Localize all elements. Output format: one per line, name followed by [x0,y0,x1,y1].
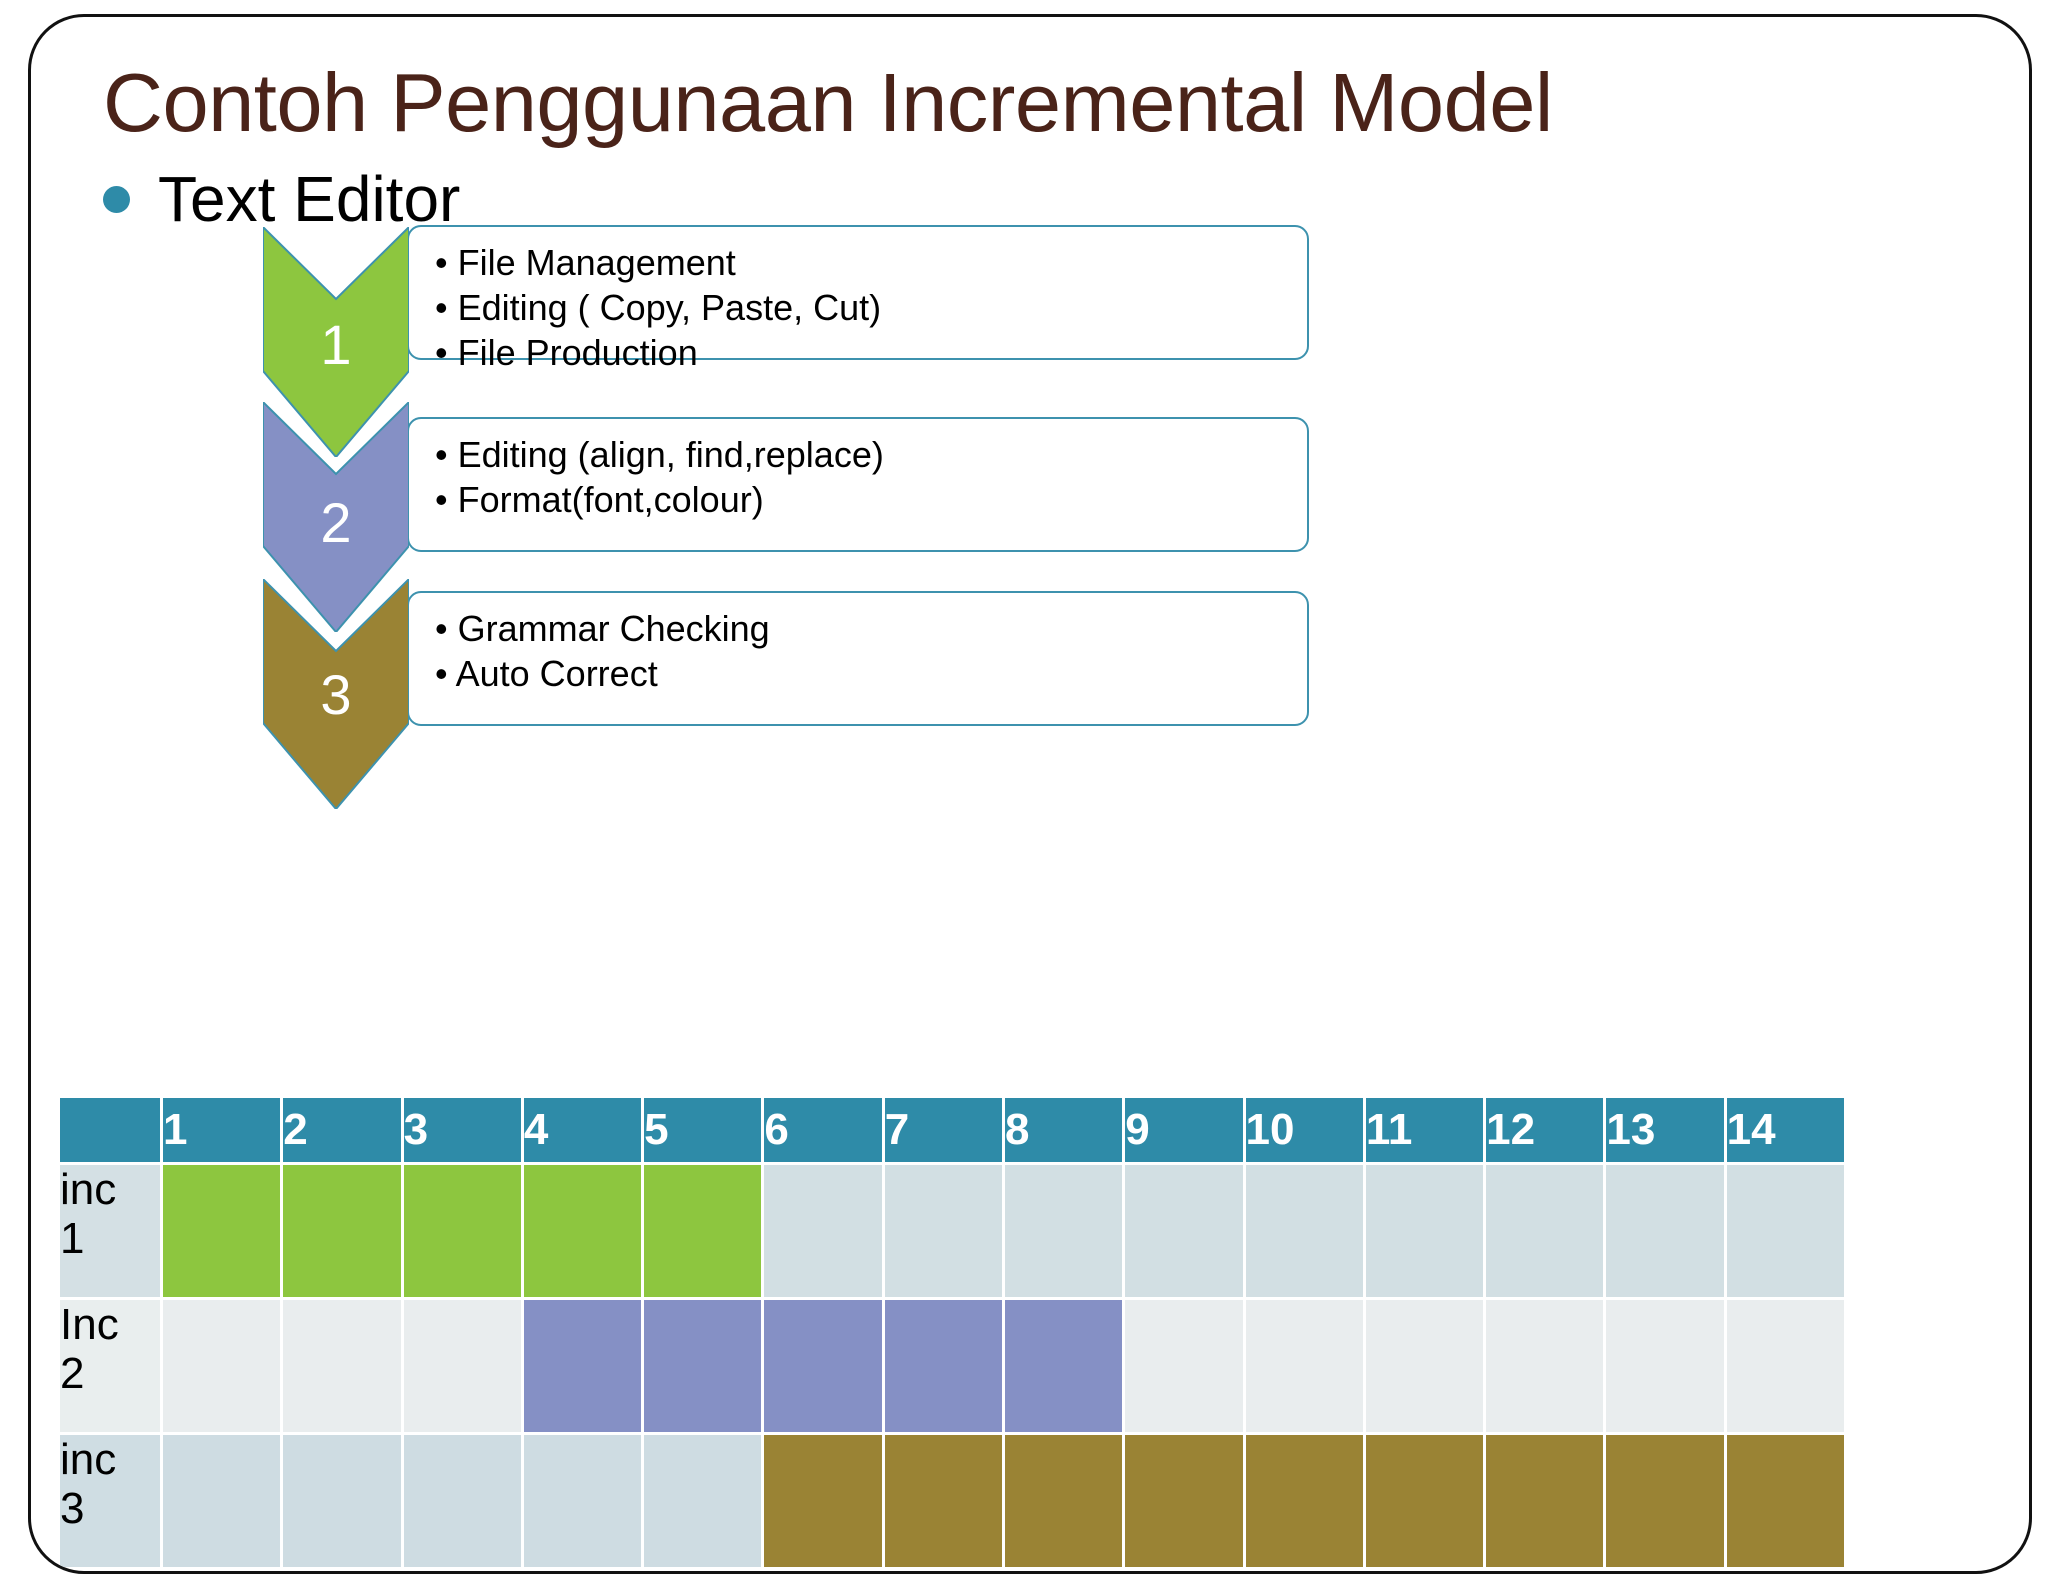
gantt-cell-filled [1245,1435,1363,1567]
bullet-dot-icon [103,185,130,213]
gantt-cell-empty [1606,1165,1724,1297]
gantt-cell-empty [283,1300,401,1432]
chevron-arrow-3 [263,579,409,809]
gantt-cell-filled [1726,1435,1844,1567]
table-column-header: 6 [764,1098,882,1162]
gantt-cell-filled [1004,1435,1123,1567]
increment-flow: • File Management• Editing ( Copy, Paste… [31,17,2029,1057]
increment-detail-item: • File Production [435,331,698,373]
slide-frame: Contoh Penggunaan Incremental Model Text… [28,14,2032,1574]
increment-detail-item: • Editing (align, find,replace) [435,434,884,475]
gantt-cell-empty [1004,1165,1123,1297]
table-column-header: 8 [1004,1098,1123,1162]
gantt-cell-empty [523,1435,642,1567]
gantt-cell-empty [1726,1300,1844,1432]
gantt-cell-filled [523,1165,642,1297]
gantt-cell-empty [403,1435,521,1567]
row-label-number: 2 [60,1349,85,1399]
gantt-cell-empty [163,1435,281,1567]
gantt-cell-filled [1606,1435,1724,1567]
increment-detail-item: • File Management [435,242,736,283]
gantt-cell-filled [1004,1300,1123,1432]
table-column-header: 14 [1726,1098,1844,1162]
table-column-header: 7 [884,1098,1002,1162]
gantt-cell-empty [884,1165,1002,1297]
table-column-header: 9 [1125,1098,1243,1162]
gantt-cell-empty [1486,1300,1604,1432]
row-label-word: Inc [60,1300,119,1349]
row-label-number: 3 [60,1484,85,1534]
increment-detail-item: • Auto Correct [435,652,658,694]
increment-detail-box-1: • File Management• Editing ( Copy, Paste… [407,225,1309,372]
page-title: Contoh Penggunaan Incremental Model [103,56,1553,149]
gantt-cell-empty [1245,1165,1363,1297]
gantt-cell-filled [523,1300,642,1432]
gantt-cell-filled [1486,1435,1604,1567]
increment-detail-item: • Editing ( Copy, Paste, Cut) [435,286,882,328]
gantt-cell-empty [1606,1300,1724,1432]
table-column-header: 1 [163,1098,281,1162]
increment-detail-box-3: • Grammar Checking• Auto Correct [407,591,1309,726]
gantt-cell-filled [644,1165,762,1297]
chevron-arrow-1 [263,227,409,457]
gantt-cell-filled [1365,1435,1484,1567]
table-corner-cell [60,1098,160,1162]
row-label-word: inc [60,1435,117,1484]
gantt-cell-empty [1245,1300,1363,1432]
gantt-cell-empty [1365,1165,1484,1297]
gantt-cell-empty [1125,1300,1243,1432]
increment-detail-box-2: • Editing (align, find,replace)• Format(… [407,417,1309,552]
gantt-cell-empty [764,1165,882,1297]
gantt-cell-filled [764,1435,882,1567]
chevron-arrow-2 [263,402,409,632]
gantt-cell-empty [644,1435,762,1567]
gantt-cell-empty [1726,1165,1844,1297]
increment-detail-item: • Format(font,colour) [435,478,764,520]
gantt-cell-empty [1365,1300,1484,1432]
gantt-cell-empty [403,1300,521,1432]
increment-detail-item: • Grammar Checking [435,608,770,649]
gantt-cell-empty [1486,1165,1604,1297]
table-column-header: 13 [1606,1098,1724,1162]
row-label-number: 1 [60,1214,85,1264]
gantt-cell-filled [884,1435,1002,1567]
gantt-cell-empty [163,1300,281,1432]
gantt-cell-filled [764,1300,882,1432]
gantt-cell-empty [283,1435,401,1567]
gantt-cell-filled [644,1300,762,1432]
table-column-header: 10 [1245,1098,1363,1162]
gantt-cell-filled [163,1165,281,1297]
table-column-header: 3 [403,1098,521,1162]
gantt-cell-empty [1125,1165,1243,1297]
gantt-cell-filled [283,1165,401,1297]
gantt-cell-filled [403,1165,521,1297]
text-editor-label: Text Editor [158,163,461,235]
table-column-header: 2 [283,1098,401,1162]
row-label-word: inc [60,1165,117,1214]
text-editor-bullet-row: Text Editor [103,167,460,231]
gantt-cell-filled [1125,1435,1243,1567]
table-column-header: 12 [1486,1098,1604,1162]
gantt-cell-filled [884,1300,1002,1432]
table-column-header: 11 [1365,1098,1484,1162]
table-column-header: 4 [523,1098,642,1162]
table-column-header: 5 [644,1098,762,1162]
